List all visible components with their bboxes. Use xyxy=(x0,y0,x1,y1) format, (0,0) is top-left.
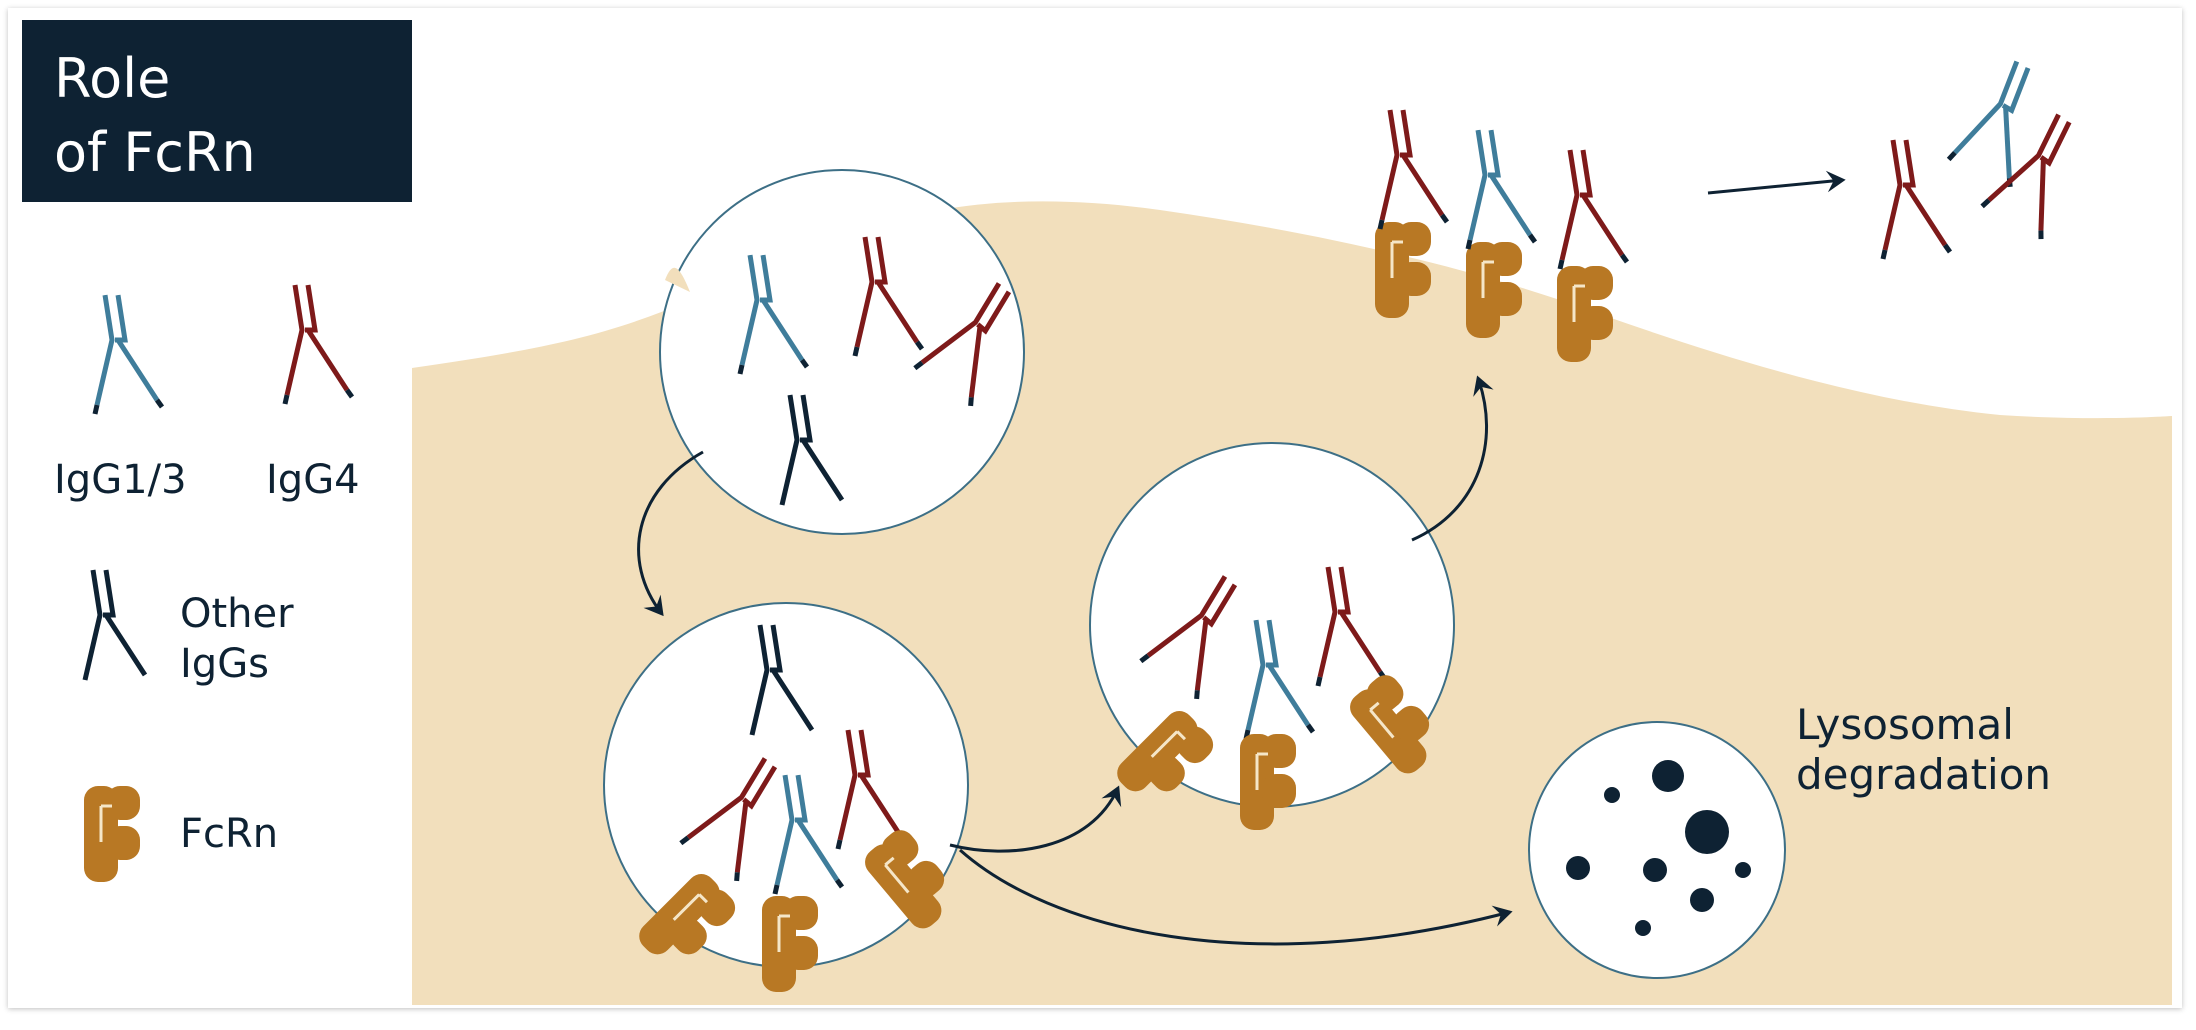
legend-fcrn-icon xyxy=(82,784,142,884)
arrow-endocytosis xyxy=(637,450,704,617)
igg13-antibody xyxy=(1949,50,2070,193)
lysosome-label: Lysosomal degradation xyxy=(1796,700,2051,800)
lysosome xyxy=(1528,721,1786,979)
legend-other-label-line-1: Other xyxy=(180,591,294,637)
legend-igg13-icon xyxy=(95,288,162,414)
legend-other-igg-icon xyxy=(85,570,145,680)
title-box: Role of FcRn xyxy=(22,20,412,202)
igg4-antibody xyxy=(1883,140,1950,259)
endosome-intake xyxy=(659,169,1025,535)
igg4-antibody xyxy=(1380,110,1447,229)
arrow-release xyxy=(1707,170,1846,195)
legend-fcrn-label: FcRn xyxy=(180,811,279,857)
lysosome-label-line-1: Lysosomal xyxy=(1796,700,2014,749)
igg4-antibody xyxy=(1982,109,2105,245)
title-line-2: of FcRn xyxy=(54,121,256,184)
legend-igg4-label: IgG4 xyxy=(266,457,360,503)
arrow-recycling xyxy=(949,785,1122,853)
lysosome-label-line-2: degradation xyxy=(1796,750,2052,799)
legend-igg4-icon xyxy=(285,285,352,404)
arrow-exocytosis xyxy=(1411,375,1494,542)
igg4-antibody xyxy=(1560,150,1627,269)
arrow-degradation xyxy=(959,848,1513,946)
igg13-antibody xyxy=(1468,123,1535,249)
title-line-1: Role xyxy=(54,47,171,110)
legend-other-label-line-2: IgGs xyxy=(180,641,270,687)
legend-igg13-label: IgG1/3 xyxy=(54,457,187,503)
